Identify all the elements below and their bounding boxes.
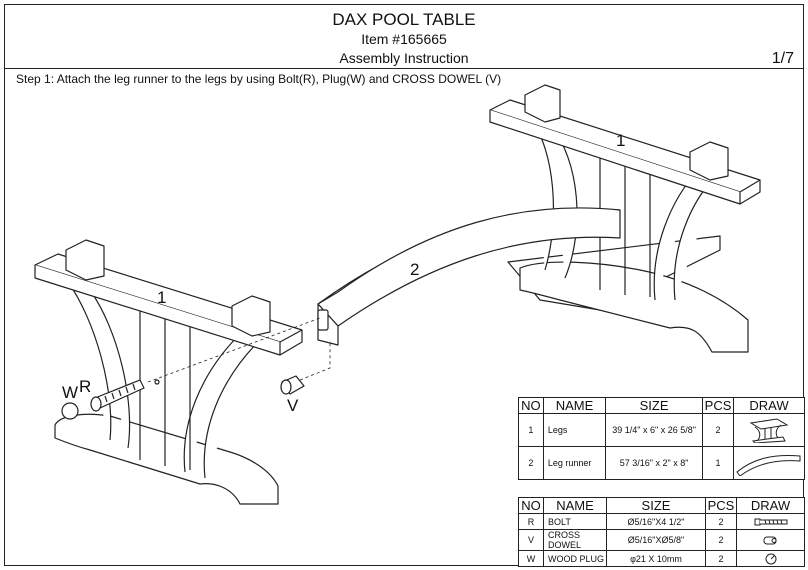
callout-r: R: [79, 377, 92, 396]
hardware-table: NO NAME SIZE PCS DRAW R BOLT Ø5/16"X4 1/…: [518, 497, 805, 567]
document-subtitle: Assembly Instruction: [339, 50, 469, 66]
part-pcs: 1: [702, 446, 734, 480]
parts-table: NO NAME SIZE PCS DRAW 1 Legs 39 1/4" x 6…: [518, 397, 805, 480]
leg-icon: [733, 413, 805, 447]
step-instruction: Step 1: Attach the leg runner to the leg…: [16, 72, 502, 86]
col-no: NO: [518, 397, 544, 414]
part-pcs: 2: [702, 413, 734, 447]
part-no: 1: [518, 413, 544, 447]
hardware-size: φ21 X 10mm: [606, 550, 706, 567]
parts-table-header: NO NAME SIZE PCS DRAW: [518, 397, 805, 414]
hardware-size: Ø5/16"XØ5/8": [606, 529, 706, 551]
callout-leg-right: 1: [616, 131, 626, 150]
leg-runner: [317, 207, 621, 346]
hardware-pcs: 2: [705, 529, 737, 551]
callout-leg-left: 1: [157, 288, 167, 307]
callout-v: V: [287, 396, 299, 415]
table-row: 2 Leg runner 57 3/16" x 2" x 8" 1: [518, 446, 805, 480]
col-no: NO: [518, 497, 544, 514]
hardware-no: V: [518, 529, 544, 551]
hardware-table-header: NO NAME SIZE PCS DRAW: [518, 497, 805, 514]
part-name: Leg runner: [542, 446, 607, 480]
hardware-name: BOLT: [543, 513, 607, 530]
leg-right: [489, 84, 761, 353]
table-row: W WOOD PLUG φ21 X 10mm 2: [518, 550, 805, 567]
table-row: V CROSS DOWEL Ø5/16"XØ5/8" 2: [518, 529, 805, 551]
document-frame: [4, 4, 804, 566]
col-draw: DRAW: [733, 397, 805, 414]
page-number: 1/7: [771, 50, 794, 67]
part-size: 39 1/4" x 6" x 26 5/8": [605, 413, 704, 447]
bolt-icon: [736, 513, 805, 530]
document-title: DAX POOL TABLE: [332, 10, 476, 29]
hardware-name: CROSS DOWEL: [543, 529, 607, 551]
col-size: SIZE: [605, 397, 704, 414]
callout-w: W: [62, 383, 79, 402]
cross-dowel-icon: [736, 529, 805, 551]
item-number: Item #165665: [361, 31, 447, 47]
hardware-exploded: [61, 317, 331, 420]
part-size: 57 3/16" x 2" x 8": [605, 446, 704, 480]
hardware-pcs: 2: [705, 550, 737, 567]
runner-icon: [733, 446, 805, 480]
col-pcs: PCS: [705, 497, 737, 514]
col-name: NAME: [543, 497, 607, 514]
leg-left: [34, 239, 303, 505]
hardware-name: WOOD PLUG: [543, 550, 607, 567]
table-row: R BOLT Ø5/16"X4 1/2" 2: [518, 513, 805, 530]
header-divider: [4, 68, 804, 69]
hardware-pcs: 2: [705, 513, 737, 530]
col-pcs: PCS: [702, 397, 734, 414]
col-size: SIZE: [606, 497, 706, 514]
col-draw: DRAW: [736, 497, 805, 514]
table-row: 1 Legs 39 1/4" x 6" x 26 5/8" 2: [518, 413, 805, 447]
col-name: NAME: [542, 397, 607, 414]
callout-runner: 2: [410, 260, 420, 279]
wood-plug-icon: [736, 550, 805, 567]
part-name: Legs: [542, 413, 607, 447]
hardware-no: R: [518, 513, 544, 530]
hardware-no: W: [518, 550, 544, 567]
hardware-size: Ø5/16"X4 1/2": [606, 513, 706, 530]
part-no: 2: [518, 446, 544, 480]
